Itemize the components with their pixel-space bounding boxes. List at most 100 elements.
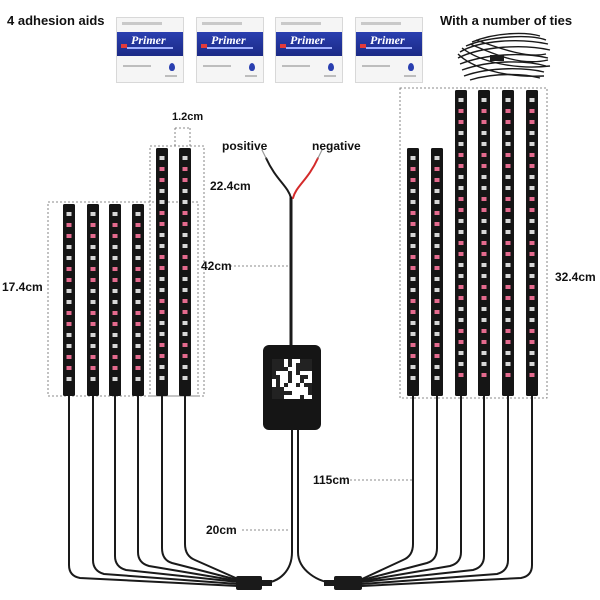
led-chip [434, 255, 440, 259]
led-chip [410, 321, 416, 325]
led-chip [182, 156, 188, 160]
center-plug [262, 580, 272, 586]
led-chip [66, 223, 72, 227]
cable-ties-label: With a number of ties [440, 13, 573, 28]
led-chip [182, 233, 188, 237]
qr-module [276, 383, 280, 387]
droplet-icon [328, 63, 334, 71]
led-chip [159, 266, 165, 270]
led-chip [410, 200, 416, 204]
led-chip [505, 263, 511, 267]
led-chip [481, 197, 487, 201]
strip-width-label: 1.2cm [172, 111, 204, 123]
led-chip [90, 311, 96, 315]
mid-strip-length-label: 22.4cm [210, 179, 251, 193]
led-chip [458, 263, 464, 267]
led-chip [410, 365, 416, 369]
led-chip [159, 332, 165, 336]
led-chip [458, 274, 464, 278]
led-chip [505, 362, 511, 366]
primer-packet: Primer [196, 17, 264, 83]
primer-brand-text: Primer [131, 33, 166, 47]
led-chip [90, 289, 96, 293]
led-chip [481, 285, 487, 289]
led-chip [505, 131, 511, 135]
led-chip [481, 164, 487, 168]
led-chip [182, 255, 188, 259]
led-chip [135, 355, 141, 359]
led-chip [481, 329, 487, 333]
led-chip [135, 344, 141, 348]
led-chip [90, 223, 96, 227]
qr-module [304, 359, 308, 363]
led-chip [529, 307, 535, 311]
led-chip [434, 332, 440, 336]
led-chip [529, 142, 535, 146]
led-chip [90, 355, 96, 359]
qr-module [296, 367, 300, 371]
led-chip [90, 234, 96, 238]
led-chip [182, 310, 188, 314]
led-chip [458, 340, 464, 344]
qr-module [300, 363, 304, 367]
led-strip [156, 148, 168, 396]
led-chip [505, 230, 511, 234]
led-chip [458, 197, 464, 201]
led-chip [66, 300, 72, 304]
led-chip [410, 299, 416, 303]
led-chip [135, 333, 141, 337]
led-chip [410, 255, 416, 259]
led-chip [434, 310, 440, 314]
led-chip [434, 156, 440, 160]
qr-module [300, 375, 304, 379]
left-cables [68, 396, 293, 587]
led-chip [434, 376, 440, 380]
led-chip [481, 109, 487, 113]
led-chip [159, 299, 165, 303]
led-chip [505, 252, 511, 256]
cable-ties-clip [490, 55, 504, 61]
droplet-icon [408, 63, 414, 71]
led-chip [434, 365, 440, 369]
led-chip [481, 340, 487, 344]
led-chip [112, 322, 118, 326]
led-chip [159, 376, 165, 380]
led-chip [529, 153, 535, 157]
qr-module [308, 363, 312, 367]
right-cables [297, 396, 533, 587]
qr-module [276, 367, 280, 371]
qr-module [284, 391, 288, 395]
led-chip [505, 296, 511, 300]
led-chip [458, 296, 464, 300]
led-chip [458, 175, 464, 179]
led-chip [529, 373, 535, 377]
qr-module [308, 387, 312, 391]
primer-brand-text: Primer [370, 33, 405, 47]
led-chip [182, 321, 188, 325]
led-chip [481, 208, 487, 212]
droplet-icon [169, 63, 175, 71]
led-chip [481, 318, 487, 322]
led-chip [410, 233, 416, 237]
led-chip [458, 186, 464, 190]
led-chip [159, 233, 165, 237]
led-chip [529, 263, 535, 267]
led-chip [112, 212, 118, 216]
led-chip [90, 377, 96, 381]
led-strip [407, 148, 419, 396]
short-strip-length-label: 17.4cm [2, 280, 43, 294]
led-chip [66, 267, 72, 271]
qr-module [308, 391, 312, 395]
led-chip [481, 373, 487, 377]
led-chip [112, 278, 118, 282]
led-chip [458, 153, 464, 157]
led-chip [66, 333, 72, 337]
led-chip [66, 355, 72, 359]
right-connector [334, 576, 362, 590]
led-chip [90, 267, 96, 271]
qr-module [276, 359, 280, 363]
qr-module [304, 363, 308, 367]
led-chip [159, 277, 165, 281]
led-chip [434, 266, 440, 270]
led-chip [112, 311, 118, 315]
